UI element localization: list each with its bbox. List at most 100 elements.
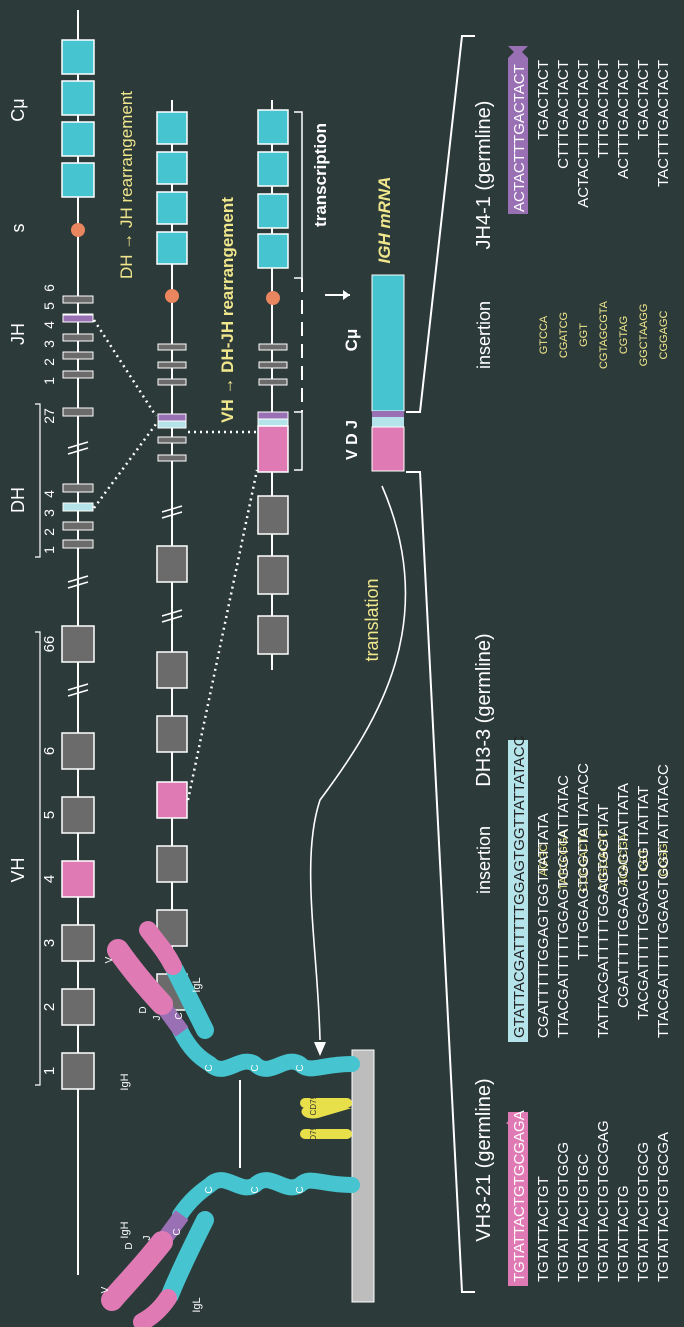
igh-label: IgH xyxy=(119,1221,131,1238)
vh4-segment xyxy=(62,861,94,897)
vh-segment xyxy=(62,626,94,662)
heavy-chain-2-v xyxy=(118,950,162,1004)
vh-row: TGTATTACTG xyxy=(615,1185,632,1282)
dh-segment xyxy=(63,540,93,548)
dh-number: 4 xyxy=(41,490,57,498)
dj-connector xyxy=(94,320,156,416)
jh-germline-seq: ACTACTTTGACTACT xyxy=(511,64,528,212)
vh-bracket xyxy=(35,632,40,1085)
vh-row: TGTATTACTGTGCGA xyxy=(655,1132,672,1282)
vh-number: 4 xyxy=(41,875,58,883)
vh-row: TGTATTACTGTGC xyxy=(575,1154,592,1282)
jh-segment xyxy=(259,362,287,368)
vdj-locus: VH → DH-JH rearrangement transcription xyxy=(188,100,350,800)
jh-segment xyxy=(158,362,186,368)
j-label: J xyxy=(142,1236,153,1241)
dh-segment xyxy=(158,455,186,461)
cmu-exon xyxy=(62,122,94,156)
dh-segment xyxy=(63,522,93,530)
ins2-row: CGGAGC xyxy=(658,311,670,360)
mrna-d xyxy=(372,417,404,427)
jh-arrow xyxy=(508,46,528,58)
igh-label: IgH xyxy=(119,1073,131,1090)
transcript-bracket xyxy=(294,112,302,278)
igl-label: IgL xyxy=(191,1297,203,1312)
jh-row: TGACTACT xyxy=(635,60,652,140)
vh-number: 1 xyxy=(41,1067,58,1075)
jh-number: 3 xyxy=(41,340,57,348)
mrna-constant xyxy=(372,275,404,411)
heavy-chain-1 xyxy=(180,1180,352,1215)
dh-number: 27 xyxy=(41,408,57,424)
jh-segment xyxy=(63,296,93,303)
switch-region xyxy=(165,289,179,303)
ins2-row: CGTAG xyxy=(618,316,630,354)
vh-segment xyxy=(62,925,94,961)
c-label: C xyxy=(204,1186,215,1193)
jh-number: 2 xyxy=(41,358,57,366)
dh-segment xyxy=(63,484,93,492)
insertion-title-1: insertion xyxy=(474,826,494,894)
vdj-rearrangement-label: VH → DH-JH rearrangement xyxy=(218,197,237,423)
mrna-v xyxy=(372,427,404,471)
dh-row: TTACGATTTTTGGAGTGGTTATTATACC xyxy=(655,764,672,1038)
jh-number: 4 xyxy=(41,321,57,329)
vdj-jh4 xyxy=(258,412,288,419)
cmu-exon xyxy=(62,163,94,197)
dh-bracket xyxy=(35,404,40,557)
dh-rows: CGATTTTTGGAGTGGTTATTATA TTACGATTTTTGGAGT… xyxy=(535,763,672,1038)
translation-arrow xyxy=(311,486,406,1040)
dh-number: 3 xyxy=(41,509,57,517)
arrow-head xyxy=(314,1042,326,1056)
c-label: C xyxy=(204,1064,215,1071)
jh-segment xyxy=(63,371,93,378)
jh-number: 6 xyxy=(41,284,57,292)
cd79b-chain xyxy=(300,1129,352,1139)
dh-row: TTTGGAGTGGTTATTATACC xyxy=(575,763,592,960)
zoom-line xyxy=(406,36,475,412)
vh-title: VH3-21 (germline) xyxy=(473,1078,495,1241)
dh-germline-seq: GTATTACGATTTTTGGAGTGGTTATTATACC xyxy=(511,735,528,1038)
dh-number: 1 xyxy=(41,546,57,554)
c-label: C xyxy=(250,1186,261,1193)
transcript-bracket xyxy=(294,412,302,470)
dj-locus: DH → JH rearrangement xyxy=(94,91,187,1020)
cmu-exon xyxy=(157,192,187,224)
dh-label: DH xyxy=(8,487,28,513)
germline-labels: VH DH JH s Cμ 1 2 3 4 5 6 66 1 2 3 4 27 … xyxy=(8,98,58,1085)
dh-segment xyxy=(158,437,186,443)
jh-segment xyxy=(63,334,93,341)
sequence-panel: VH3-21 (germline) insertion DH3-3 (germl… xyxy=(406,36,672,1292)
cmu-label: Cμ xyxy=(8,98,28,121)
vh-rows: TGTATTACTGT TGTATTACTGTGCG TGTATTACTGTGC… xyxy=(535,1120,672,1282)
jh-label: JH xyxy=(8,323,28,345)
dh-row: CGATTTTTGGAGTGGTTATTATA xyxy=(615,783,632,1008)
ins2-row: GTCCA xyxy=(538,315,550,354)
vdj-connector xyxy=(188,470,257,800)
translation-label: translation xyxy=(362,578,382,661)
mrna-j xyxy=(372,411,404,417)
dh-number: 2 xyxy=(41,528,57,536)
mrna-label: IGH mRNA xyxy=(375,177,394,264)
jh-segment xyxy=(158,379,186,385)
vh-label: VH xyxy=(8,857,28,882)
cmu-exon xyxy=(157,112,187,144)
vh-number: 3 xyxy=(41,939,58,947)
vh-germline-seq: TGTATTACTGTGCGAGA xyxy=(511,1110,528,1282)
jh-row: TTTGACTACT xyxy=(595,60,612,158)
b-cell-receptor: CD79a CD79b IgH IgH IgL IgL V D J C C C … xyxy=(100,930,374,1322)
vh-segment xyxy=(157,716,187,752)
vh-segment xyxy=(62,989,94,1025)
germline-locus xyxy=(62,10,94,1275)
vh-row: TGTATTACTGTGCGAG xyxy=(595,1120,612,1282)
vh-pink-segment xyxy=(157,782,187,818)
transcription-label: transcription xyxy=(311,123,330,227)
jh-row: ACTTTGACTACT xyxy=(615,60,632,179)
cd79a-chain xyxy=(300,1098,352,1108)
ins2-row: GGCTAAGG xyxy=(638,304,650,367)
dj-connector xyxy=(94,424,156,508)
j-label: J xyxy=(152,1016,163,1021)
dh-row: TATTACGATTTTTGGAGTGGTTAT xyxy=(595,804,612,1038)
c-label: C xyxy=(250,1064,261,1071)
